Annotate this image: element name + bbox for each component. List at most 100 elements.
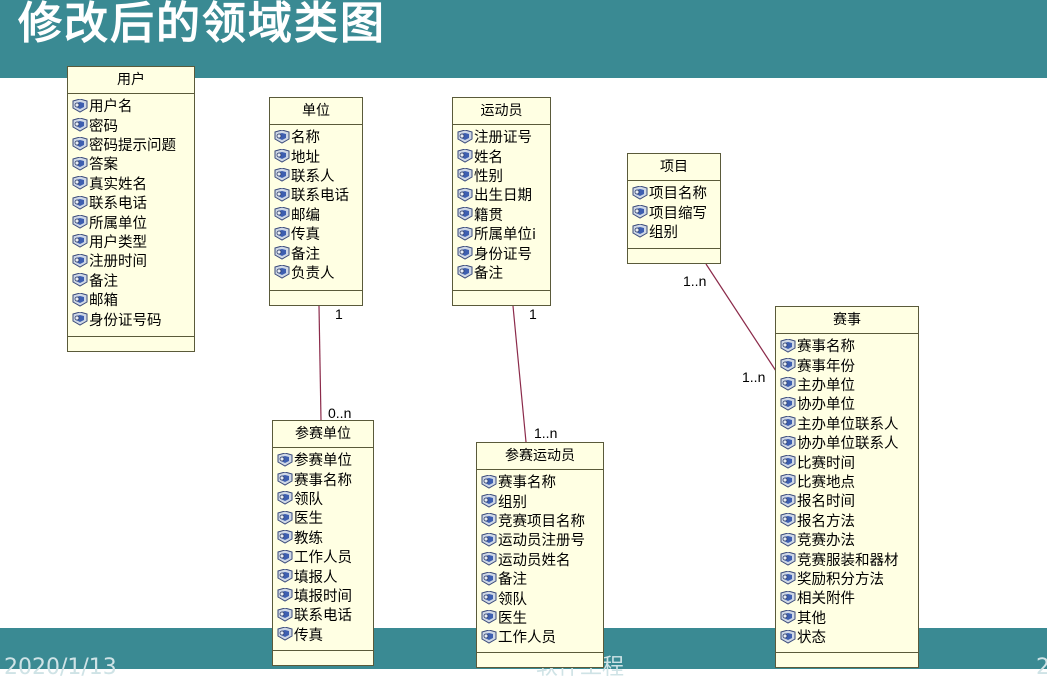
attribute-icon <box>480 474 498 489</box>
attribute-icon <box>456 187 474 202</box>
attribute-label: 医生 <box>498 610 527 627</box>
attribute-icon <box>480 532 498 547</box>
attribute-icon <box>779 629 797 644</box>
attribute-label: 工作人员 <box>294 550 352 567</box>
attribute-row: 运动员注册号 <box>477 530 603 549</box>
attribute-label: 运动员姓名 <box>498 552 571 569</box>
attribute-icon <box>631 204 649 219</box>
attribute-label: 籍贯 <box>474 207 503 224</box>
multiplicity-danwei-end: 1 <box>335 306 343 322</box>
attribute-row: 姓名 <box>453 146 550 166</box>
attribute-icon <box>71 233 89 248</box>
attribute-label: 协办单位联系人 <box>797 436 899 453</box>
attribute-icon <box>779 570 797 585</box>
attribute-icon <box>276 549 294 564</box>
attribute-row: 参赛单位 <box>273 450 373 469</box>
attribute-label: 姓名 <box>474 149 503 166</box>
attribute-compartment: 赛事名称赛事年份主办单位协办单位主办单位联系人协办单位联系人比赛时间比赛地点报名… <box>776 334 918 653</box>
class-cansaiyundongyuan: 参赛运动员赛事名称组别竞赛项目名称运动员注册号运动员姓名备注领队医生工作人员 <box>476 442 604 668</box>
slide-title: 修改后的领域类图 <box>18 0 386 49</box>
attribute-label: 竞赛办法 <box>797 533 855 550</box>
attribute-icon <box>456 264 474 279</box>
attribute-label: 协办单位 <box>797 397 855 414</box>
attribute-icon <box>273 148 291 163</box>
attribute-row: 备注 <box>477 569 603 588</box>
attribute-label: 组别 <box>498 494 527 511</box>
class-name: 赛事 <box>776 307 918 334</box>
class-danwei: 单位名称地址联系人联系电话邮编传真备注负责人 <box>269 97 363 306</box>
class-saishi: 赛事赛事名称赛事年份主办单位协办单位主办单位联系人协办单位联系人比赛时间比赛地点… <box>775 306 919 668</box>
attribute-icon <box>779 590 797 605</box>
attribute-icon <box>480 590 498 605</box>
attribute-row: 所属单位 <box>68 212 194 232</box>
attribute-icon <box>71 175 89 190</box>
attribute-icon <box>276 568 294 583</box>
attribute-compartment: 参赛单位赛事名称领队医生教练工作人员填报人填报时间联系电话传真 <box>273 448 373 651</box>
attribute-row: 出生日期 <box>453 185 550 204</box>
attribute-row: 籍贯 <box>453 205 550 224</box>
attribute-label: 赛事名称 <box>294 472 352 489</box>
attribute-label: 赛事名称 <box>797 339 855 356</box>
attribute-row: 密码提示问题 <box>68 135 194 154</box>
class-name: 参赛单位 <box>273 421 373 448</box>
attribute-row: 联系电话 <box>270 185 362 204</box>
attribute-label: 用户名 <box>89 99 133 116</box>
attribute-label: 注册证号 <box>474 130 532 147</box>
attribute-row: 其他 <box>776 607 918 627</box>
class-xiangmu: 项目项目名称项目缩写组别 <box>627 153 721 264</box>
association-line-yundongyuan-cansaiyundongyuan <box>512 305 527 443</box>
attribute-row: 比赛地点 <box>776 472 918 491</box>
attribute-row: 赛事名称 <box>477 472 603 491</box>
attribute-row: 赛事年份 <box>776 355 918 375</box>
attribute-label: 备注 <box>498 572 527 589</box>
attribute-row: 邮编 <box>270 205 362 224</box>
attribute-label: 传真 <box>291 227 320 244</box>
attribute-icon <box>456 148 474 163</box>
attribute-icon <box>779 512 797 527</box>
operation-compartment <box>453 291 550 305</box>
attribute-label: 赛事年份 <box>797 358 855 375</box>
attribute-icon <box>779 532 797 547</box>
attribute-row: 身份证号码 <box>68 309 194 329</box>
attribute-row: 联系电话 <box>273 605 373 624</box>
multiplicity-saishi-end: 1..n <box>742 369 766 385</box>
attribute-row: 填报人 <box>273 566 373 586</box>
attribute-icon <box>71 272 89 287</box>
attribute-row: 备注 <box>68 271 194 290</box>
attribute-icon <box>456 226 474 241</box>
attribute-icon <box>631 185 649 200</box>
class-cansaidanwei: 参赛单位参赛单位赛事名称领队医生教练工作人员填报人填报时间联系电话传真 <box>272 420 374 666</box>
attribute-icon <box>480 512 498 528</box>
attribute-label: 项目缩写 <box>649 205 707 222</box>
attribute-label: 报名时间 <box>797 494 855 511</box>
attribute-icon <box>71 136 89 152</box>
attribute-label: 奖励积分方法 <box>797 571 884 588</box>
attribute-icon <box>276 626 294 641</box>
attribute-label: 备注 <box>474 265 503 282</box>
attribute-icon <box>273 245 291 260</box>
attribute-row: 负责人 <box>270 263 362 282</box>
attribute-row: 联系电话 <box>68 193 194 212</box>
attribute-compartment: 用户名密码密码提示问题答案真实姓名联系电话所属单位用户类型注册时间备注邮箱身份证… <box>68 94 194 337</box>
attribute-label: 身份证号 <box>474 246 532 263</box>
attribute-label: 联系电话 <box>89 196 147 213</box>
attribute-icon <box>273 264 291 279</box>
attribute-icon <box>276 452 294 467</box>
attribute-icon <box>71 117 89 132</box>
attribute-row: 项目名称 <box>628 183 720 202</box>
attribute-icon <box>71 292 89 307</box>
attribute-row: 协办单位 <box>776 394 918 413</box>
footer-page-number: 2 <box>1036 655 1047 680</box>
attribute-icon <box>273 187 291 202</box>
attribute-compartment: 项目名称项目缩写组别 <box>628 181 720 249</box>
class-name: 用户 <box>68 67 194 94</box>
attribute-label: 密码 <box>89 118 118 135</box>
attribute-row: 主办单位联系人 <box>776 414 918 433</box>
attribute-row: 竞赛服装和器材 <box>776 549 918 569</box>
attribute-row: 邮箱 <box>68 290 194 309</box>
association-line-danwei-cansaidanwei <box>318 305 322 421</box>
attribute-icon <box>779 454 797 469</box>
attribute-compartment: 赛事名称组别竞赛项目名称运动员注册号运动员姓名备注领队医生工作人员 <box>477 470 603 653</box>
attribute-label: 填报人 <box>294 569 338 586</box>
